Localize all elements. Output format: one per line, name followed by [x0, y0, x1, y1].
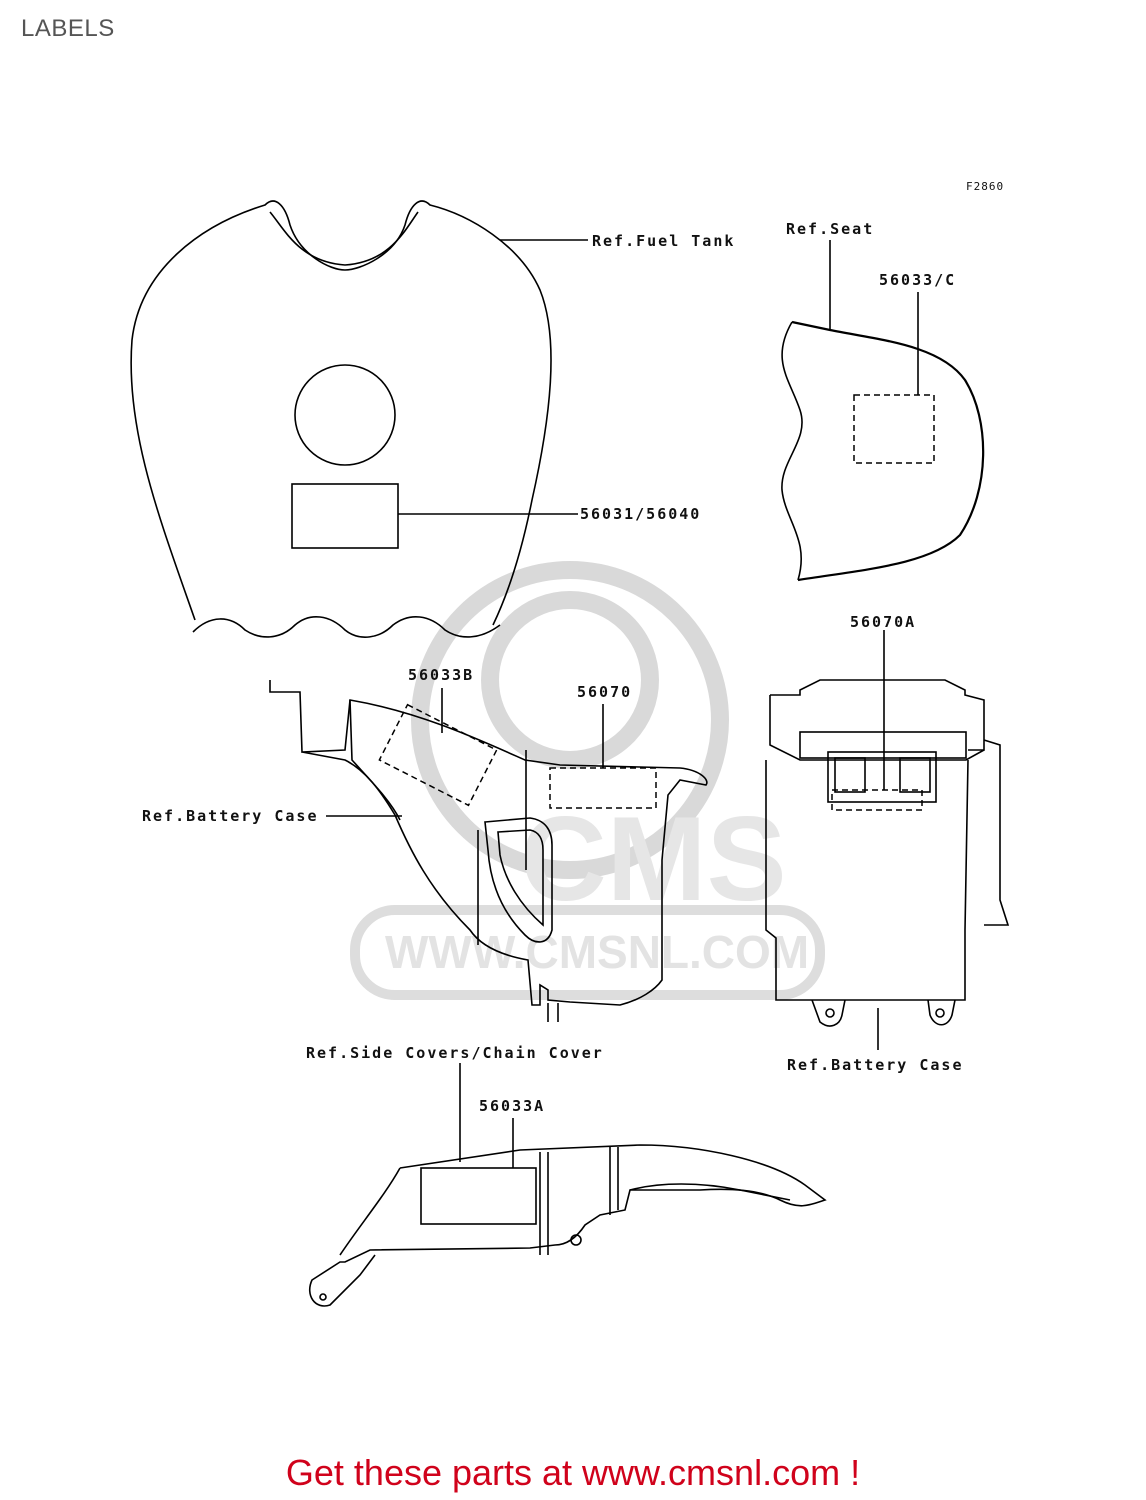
callout-56031-56040: 56031/56040	[580, 505, 701, 523]
fuel-cap-outline	[294, 364, 396, 466]
watermark-banner	[350, 905, 825, 1000]
label-56033a-box	[420, 1167, 537, 1225]
callout-56070: 56070	[577, 683, 632, 701]
label-56033b-box	[378, 703, 498, 807]
seat-drawing	[781, 240, 985, 582]
label-56070a-box	[831, 789, 923, 811]
side-cover-drawing	[308, 1063, 827, 1307]
callout-ref-fuel-tank: Ref.Fuel Tank	[592, 232, 735, 250]
callout-ref-battery-case-right: Ref.Battery Case	[787, 1056, 964, 1074]
callout-ref-battery-case-left: Ref.Battery Case	[142, 807, 319, 825]
page-title: LABELS	[21, 15, 115, 42]
right-battery-case-drawing	[765, 630, 1010, 1050]
callout-56033a: 56033A	[479, 1097, 545, 1115]
label-56033c-box	[853, 394, 935, 464]
label-56031-box	[291, 483, 399, 549]
callout-56033b: 56033B	[408, 666, 474, 684]
callout-ref-side-covers: Ref.Side Covers/Chain Cover	[306, 1044, 604, 1062]
watermark-ring	[411, 561, 729, 879]
fuel-tank-drawing	[130, 200, 588, 638]
figure-code: F2860	[966, 180, 1004, 193]
get-parts-link[interactable]: Get these parts at www.cmsnl.com !	[285, 1452, 861, 1493]
watermark-brand: CMS	[520, 792, 787, 926]
watermark-face	[481, 591, 659, 769]
callout-ref-seat: Ref.Seat	[786, 220, 874, 238]
watermark: CMS WWW.CMSNL.COM	[350, 561, 825, 1000]
callout-56070a: 56070A	[850, 613, 916, 631]
left-battery-case-drawing	[269, 680, 708, 1022]
watermark-site: WWW.CMSNL.COM	[385, 926, 809, 978]
callout-56033c: 56033/C	[879, 271, 956, 289]
